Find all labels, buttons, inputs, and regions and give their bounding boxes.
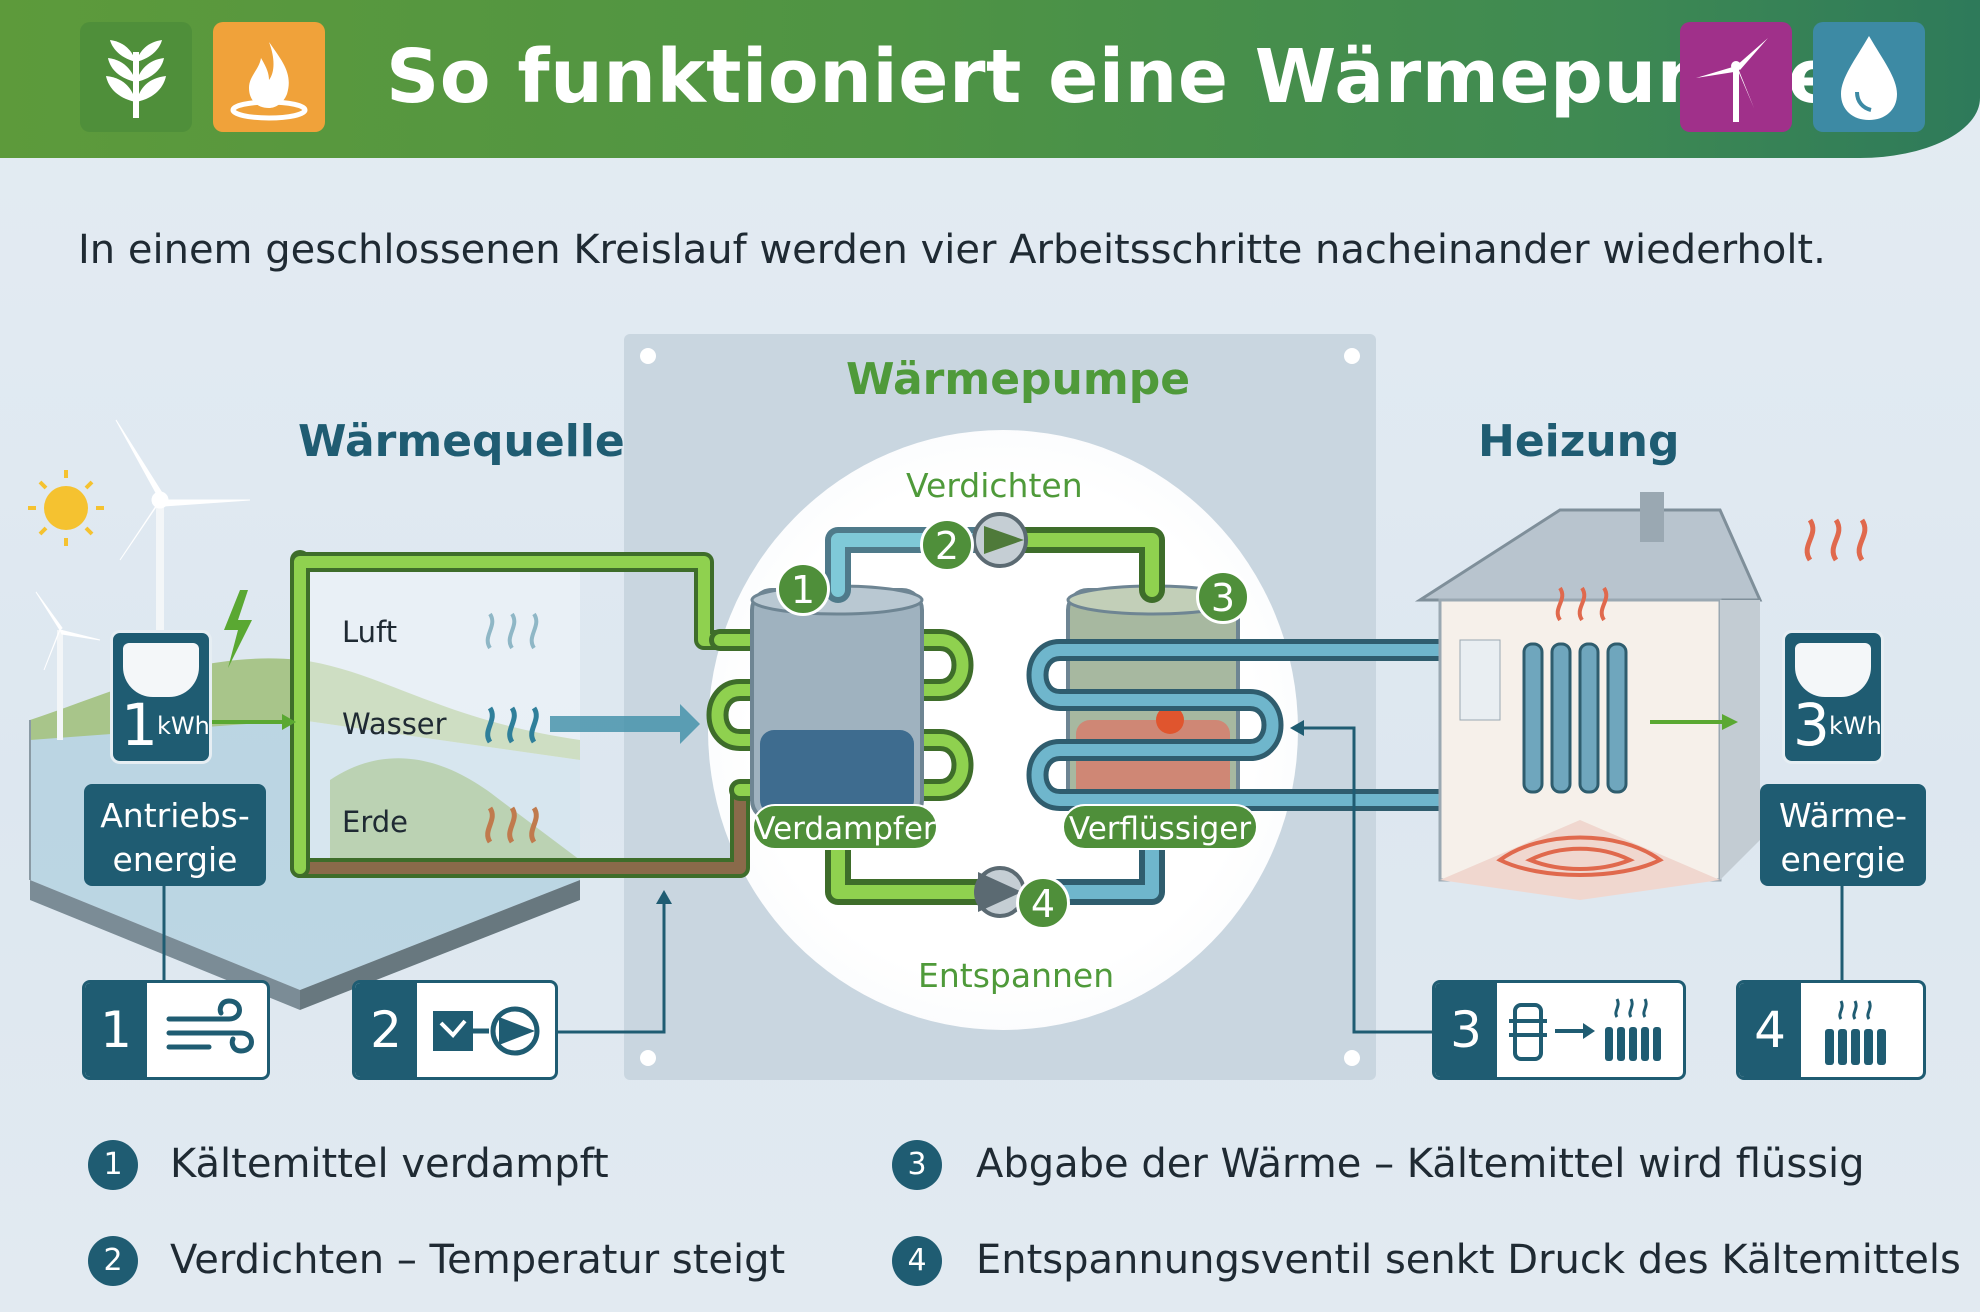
water-flow-arrow (550, 704, 700, 744)
condenser-to-radiator-icon (1509, 998, 1661, 1061)
section-title-pump: Wärmepumpe (846, 354, 1191, 405)
flame-icon (213, 22, 325, 132)
compressor-icon (972, 512, 1028, 568)
legend-num-2: 2 (88, 1236, 138, 1286)
wind-turbine-icon (1680, 22, 1792, 132)
step-box-number: 1 (85, 983, 147, 1077)
input-meter: 1 kWh (110, 630, 212, 764)
earth-wave-icon (485, 806, 539, 844)
gauge-icon (1795, 643, 1871, 697)
water-drop-icon (1813, 22, 1925, 132)
biomass-icon (80, 22, 192, 132)
sun-icon (28, 470, 104, 546)
badge-step-2: 2 (920, 518, 974, 572)
condenser-label: Verflüssiger (1062, 804, 1258, 850)
step-box-2: 2 (352, 980, 558, 1080)
badge-step-1: 1 (776, 562, 830, 616)
page-title: So funktioniert eine Wärmepumpe (386, 34, 1839, 120)
water-wave-icon (485, 706, 539, 744)
heat-wave-icon (1555, 586, 1609, 622)
legend-num-1: 1 (88, 1140, 138, 1190)
step-box-3: 3 (1432, 980, 1686, 1080)
output-meter: 3 kWh (1782, 630, 1884, 764)
panel-screw (640, 348, 656, 364)
legend-text-4: Entspannungsventil senkt Druck des Kälte… (976, 1237, 1961, 1283)
gauge-icon (123, 643, 199, 697)
input-energy-line2: energie (112, 840, 238, 879)
legend-num-4: 4 (892, 1236, 942, 1286)
intro-text: In einem geschlossenen Kreislauf werden … (78, 227, 1826, 273)
step-label-expand: Entspannen (918, 956, 1115, 995)
condenser-coil (1026, 639, 1511, 811)
section-title-heating: Heizung (1478, 416, 1680, 467)
heat-source-box (300, 560, 580, 860)
source-label-air: Luft (342, 615, 398, 649)
evaporator-coil (706, 629, 974, 801)
source-label-earth: Erde (342, 805, 408, 839)
input-meter-unit: kWh (157, 712, 210, 740)
expansion-valve-icon (974, 866, 1026, 918)
panel-screw (640, 1050, 656, 1066)
air-wave-icon (485, 612, 539, 650)
wind-turbine-small (35, 591, 101, 740)
wind-icon (166, 998, 254, 1054)
compressor-pump-icon (433, 1006, 540, 1056)
step-label-compress: Verdichten (906, 466, 1083, 505)
legend-text-3: Abgabe der Wärme – Kältemittel wird flüs… (976, 1141, 1865, 1187)
radiator-icon (1522, 642, 1628, 794)
step-connector (162, 726, 1844, 1034)
legend-text-2: Verdichten – Temperatur steigt (170, 1237, 786, 1283)
output-energy-line1: Wärme- (1778, 796, 1908, 835)
input-energy-line1: Antriebs- (100, 796, 250, 835)
step-box-4: 4 (1736, 980, 1926, 1080)
lightning-icon (224, 590, 252, 668)
panel-screw (1344, 1050, 1360, 1066)
panel-screw (1344, 348, 1360, 364)
heat-wave-icon (1804, 518, 1868, 562)
legend-num-3: 3 (892, 1140, 942, 1190)
evaporator-label: Verdampfer (752, 804, 938, 850)
step-box-number: 4 (1739, 983, 1801, 1077)
step-box-number: 2 (355, 983, 417, 1077)
step-box-1: 1 (82, 980, 270, 1080)
badge-step-3: 3 (1196, 570, 1250, 624)
evaporator-tank (750, 584, 924, 822)
input-meter-value: 1 (121, 691, 158, 759)
step-box-number: 3 (1435, 983, 1497, 1077)
output-meter-unit: kWh (1829, 712, 1882, 740)
output-meter-value: 3 (1793, 691, 1830, 759)
section-title-source: Wärmequelle (298, 416, 625, 467)
output-energy-line2: energie (1780, 840, 1906, 879)
input-energy-box: Antriebs- energie (84, 784, 266, 886)
radiator-heat-icon (1825, 1000, 1886, 1065)
header-banner: So funktioniert eine Wärmepumpe (0, 0, 1980, 158)
source-label-water: Wasser (342, 707, 447, 741)
legend-text-1: Kältemittel verdampft (170, 1141, 609, 1187)
badge-step-4: 4 (1016, 876, 1070, 930)
output-energy-box: Wärme- energie (1760, 784, 1926, 886)
